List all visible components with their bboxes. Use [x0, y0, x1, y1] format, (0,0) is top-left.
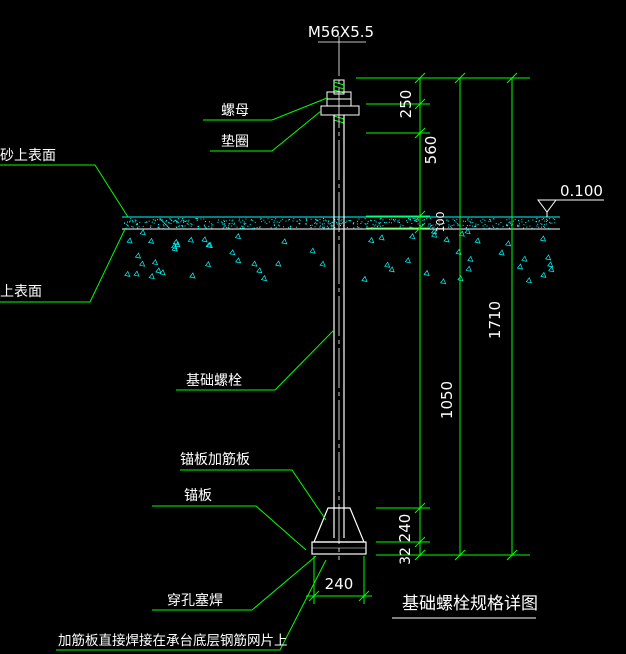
dim-grout: 100	[434, 212, 447, 233]
dim-above-ground: 560	[422, 136, 440, 165]
dim-total: 1710	[486, 301, 504, 339]
dim-plate-thickness: 32	[398, 547, 414, 565]
label-mortar-surface: 砂上表面	[0, 148, 56, 164]
leader-lines	[0, 97, 335, 651]
dim-nut-height: 250	[397, 90, 415, 119]
dim-embedded: 1050	[438, 381, 456, 419]
label-weld-note: 加筋板直接焊接在承台底层钢筋网片上	[58, 632, 288, 649]
dimension-lines	[356, 72, 530, 561]
label-stiffener-plate: 锚板加筋板	[180, 451, 250, 468]
bolt-spec-label: M56X5.5	[308, 23, 374, 41]
plate-width-dimension	[306, 556, 372, 604]
washer	[320, 105, 360, 116]
dim-stiffener: 240	[396, 514, 414, 543]
label-concrete-surface: 上表面	[0, 284, 42, 300]
elevation-mark: 0.100	[537, 182, 604, 217]
label-plug-weld: 穿孔塞焊	[167, 592, 223, 609]
elevation-value: 0.100	[560, 182, 603, 200]
label-nut: 螺母	[221, 103, 249, 119]
grout-layer	[122, 216, 560, 285]
anchor-bolt	[311, 36, 367, 560]
label-anchor-plate: 锚板	[184, 488, 212, 504]
dim-plate-width: 240	[325, 575, 354, 593]
drawing-title: 基础螺栓规格详图	[402, 594, 538, 614]
label-anchor-bolt: 基础螺栓	[186, 372, 242, 389]
label-washer: 垫圈	[221, 134, 249, 150]
